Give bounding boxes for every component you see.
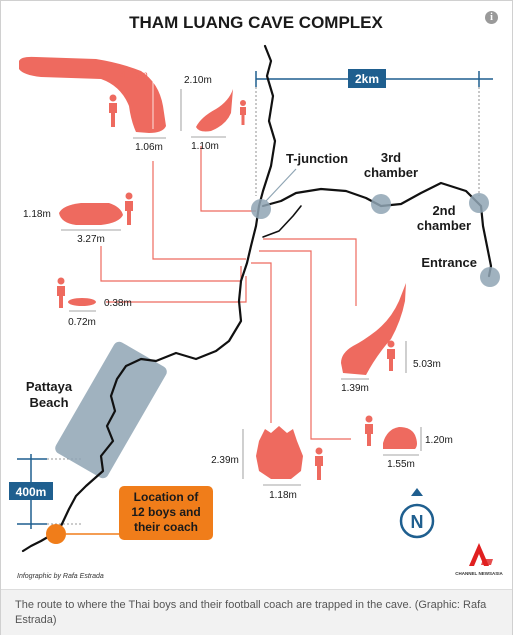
passage-3-height: 1.18m bbox=[23, 209, 51, 220]
logo-text: CHANNEL NEWSASIA bbox=[455, 571, 503, 576]
cave-infographic: THAM LUANG CAVE COMPLEX 2km 400m bbox=[9, 13, 503, 580]
third-chamber-marker bbox=[371, 194, 391, 214]
third-chamber-label-line1: 3rd bbox=[381, 150, 401, 165]
passage-section-7: 1.20m 1.55m bbox=[365, 415, 453, 470]
pattaya-beach-label-line2: Beach bbox=[29, 395, 68, 410]
passage-4-width: 0.38m bbox=[104, 298, 132, 309]
pattaya-beach-zone bbox=[55, 341, 167, 479]
second-chamber-marker bbox=[469, 193, 489, 213]
leader-lines bbox=[100, 146, 357, 440]
coach-location-callout bbox=[119, 486, 213, 540]
passage-7-width: 1.55m bbox=[387, 459, 415, 470]
passage-2-width: 1.10m bbox=[191, 141, 219, 152]
info-icon[interactable]: i bbox=[485, 11, 498, 24]
passage-1-width: 1.06m bbox=[135, 142, 163, 153]
vertical-scale: 400m bbox=[9, 454, 81, 529]
t-junction-label: T-junction bbox=[286, 151, 348, 166]
channel-newsasia-logo: CHANNEL NEWSASIA bbox=[455, 543, 503, 576]
entrance-marker bbox=[480, 267, 500, 287]
infographic-credit: Infographic by Rafa Estrada bbox=[17, 573, 104, 580]
passage-7-height: 1.20m bbox=[425, 435, 453, 446]
passage-section-1: 4.73m 1.06m bbox=[19, 56, 166, 153]
horizontal-scale: 2km bbox=[255, 69, 493, 196]
scale-label-box-vertical bbox=[9, 482, 53, 500]
person-silhouette-icon bbox=[240, 100, 246, 106]
scale-label-400m: 400m bbox=[16, 485, 47, 499]
compass-north-letter: N bbox=[411, 512, 424, 532]
t-junction-marker bbox=[251, 199, 271, 219]
infographic-title: THAM LUANG CAVE COMPLEX bbox=[129, 13, 383, 32]
third-chamber-label-line2: chamber bbox=[364, 165, 418, 180]
coach-callout-line3: their coach bbox=[134, 520, 198, 534]
passage-6-height: 2.39m bbox=[211, 455, 239, 466]
second-chamber-label-line2: chamber bbox=[417, 218, 471, 233]
passage-2-height: 2.10m bbox=[184, 75, 212, 86]
passage-section-4: 0.38m 0.72m bbox=[57, 277, 132, 328]
coach-callout-line1: Location of bbox=[134, 490, 200, 504]
passage-6-width: 1.18m bbox=[269, 490, 297, 501]
passage-5-width: 1.39m bbox=[341, 383, 369, 394]
scale-label-box bbox=[348, 69, 386, 88]
scale-label-2km: 2km bbox=[355, 72, 379, 86]
entrance-label: Entrance bbox=[421, 255, 477, 270]
passage-section-2: 2.10m 1.10m bbox=[180, 75, 246, 152]
second-chamber-label-line1: 2nd bbox=[432, 203, 455, 218]
passage-section-5: 5.03m 1.39m bbox=[341, 283, 441, 394]
caption-area: The route to where the Thai boys and the… bbox=[1, 589, 512, 635]
coach-callout-line2: 12 boys and bbox=[131, 505, 200, 519]
passage-5-height: 5.03m bbox=[413, 359, 441, 370]
passage-section-6: 2.39m 1.18m bbox=[211, 426, 323, 501]
person-silhouette-icon bbox=[125, 192, 133, 200]
person-silhouette-icon bbox=[365, 415, 373, 423]
passage-1-height: 4.73m bbox=[120, 70, 148, 81]
person-silhouette-icon bbox=[315, 447, 323, 455]
passage-4-height: 0.72m bbox=[68, 317, 96, 328]
passage-section-3: 1.18m 3.27m bbox=[23, 192, 133, 245]
cave-route bbox=[21, 44, 493, 553]
image-caption: The route to where the Thai boys and the… bbox=[15, 599, 487, 626]
pattaya-beach-label-line1: Pattaya bbox=[26, 379, 73, 394]
person-silhouette-icon bbox=[57, 277, 65, 285]
passage-3-width: 3.27m bbox=[77, 234, 105, 245]
coach-location-marker bbox=[46, 524, 66, 544]
person-silhouette-icon bbox=[387, 340, 395, 348]
north-compass-icon: N bbox=[399, 488, 435, 539]
person-silhouette-icon bbox=[109, 94, 117, 102]
